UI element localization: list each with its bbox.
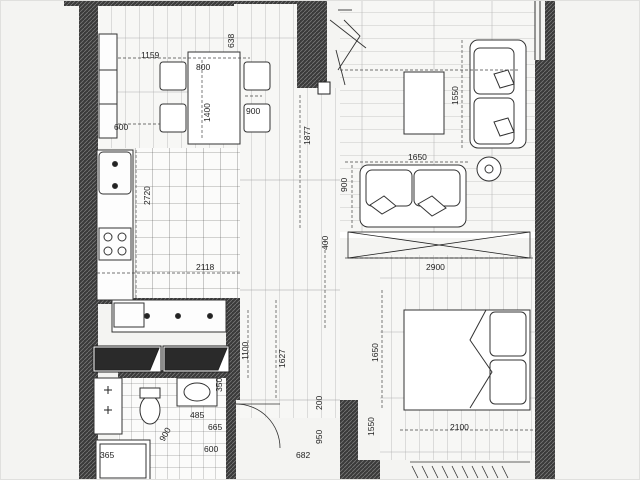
dim-1550-bed: 1550 bbox=[366, 417, 376, 436]
dining-chair bbox=[243, 103, 271, 133]
dim-2118: 2118 bbox=[196, 262, 215, 272]
ceiling-beam-cross bbox=[347, 231, 531, 259]
dim-350: 350 bbox=[214, 378, 224, 392]
bathroom-fixtures bbox=[93, 377, 218, 480]
dim-682: 682 bbox=[296, 450, 310, 460]
dim-638: 638 bbox=[226, 34, 236, 48]
hallway-floor bbox=[240, 88, 340, 418]
dim-900-sofa: 900 bbox=[339, 178, 349, 192]
dim-1650-bed: 1650 bbox=[370, 343, 380, 362]
dining-chair bbox=[159, 61, 187, 91]
kitchen-counter bbox=[96, 149, 227, 333]
dim-2100: 2100 bbox=[450, 422, 469, 432]
dim-2900: 2900 bbox=[426, 262, 445, 272]
dim-600-bath: 600 bbox=[204, 444, 218, 454]
dim-1100: 1100 bbox=[240, 341, 250, 360]
bedroom-furniture bbox=[403, 309, 531, 411]
kitchen-tile-floor bbox=[135, 148, 240, 298]
dim-600: 600 bbox=[114, 122, 128, 132]
dining-table bbox=[187, 51, 241, 145]
washing-machines bbox=[92, 345, 230, 373]
dim-400: 400 bbox=[320, 236, 330, 250]
dim-200: 200 bbox=[314, 396, 324, 410]
dim-1627: 1627 bbox=[277, 349, 287, 368]
closet-doors bbox=[410, 461, 530, 479]
dim-2720: 2720 bbox=[142, 186, 152, 205]
dim-665: 665 bbox=[208, 422, 222, 432]
dim-1159: 1159 bbox=[141, 50, 160, 60]
kitchen-dim-lines bbox=[97, 150, 240, 300]
dim-365: 365 bbox=[100, 450, 114, 460]
dimension-labels: 1159 800 638 1400 900 600 1877 1550 1650… bbox=[100, 34, 469, 460]
dining-chair bbox=[243, 61, 271, 91]
living-window bbox=[534, 0, 541, 60]
dim-800: 800 bbox=[196, 62, 210, 72]
dim-900: 900 bbox=[246, 106, 260, 116]
dining-area bbox=[98, 33, 271, 145]
dim-1650: 1650 bbox=[408, 152, 427, 162]
living-dim-lines bbox=[340, 40, 520, 230]
dim-1877: 1877 bbox=[302, 126, 312, 145]
walls bbox=[64, 0, 555, 480]
dining-chair bbox=[159, 103, 187, 133]
dim-485: 485 bbox=[190, 410, 204, 420]
dim-950: 950 bbox=[314, 430, 324, 444]
dining-dim-lines bbox=[118, 57, 262, 140]
dim-1400: 1400 bbox=[202, 103, 212, 122]
living-furniture bbox=[359, 39, 527, 228]
duct-box bbox=[317, 81, 331, 95]
bathroom-door-swing bbox=[235, 403, 281, 449]
balcony-door bbox=[329, 9, 367, 86]
hallway-dim-lines bbox=[247, 95, 326, 398]
dim-1550: 1550 bbox=[450, 86, 460, 105]
